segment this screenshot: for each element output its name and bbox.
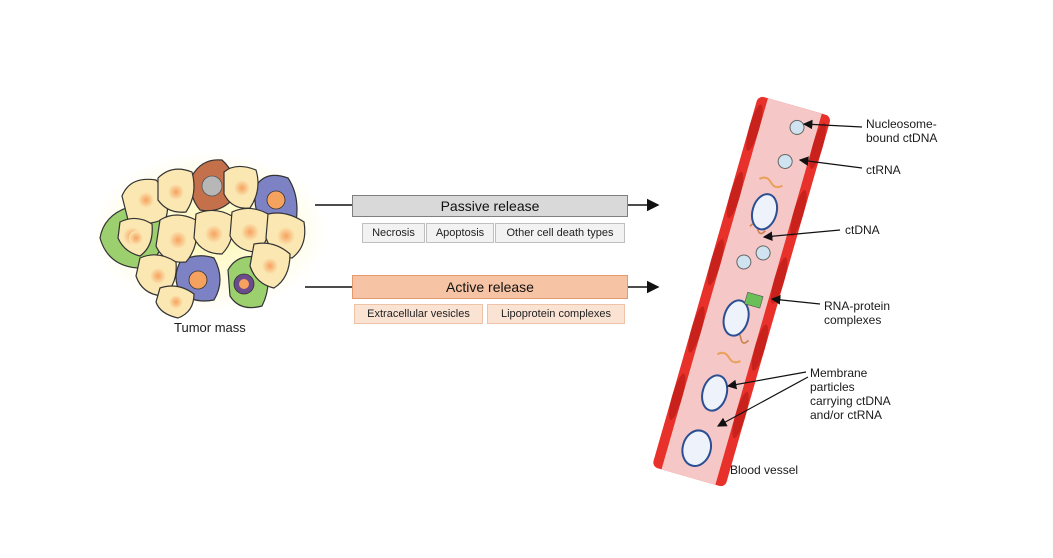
blood-vessel-label: Blood vessel <box>730 463 799 477</box>
annotation-nucleosome: Nucleosome- bound ctDNA <box>866 117 938 145</box>
blood-vessel-icon <box>653 96 830 487</box>
tumor-mass-icon <box>92 152 328 319</box>
passive-item-necrosis: Necrosis <box>362 223 425 243</box>
annotation-membrane: Membrane particles carrying ctDNA and/or… <box>810 366 891 422</box>
annotation-ctrna: ctRNA <box>866 163 901 177</box>
passive-item-other: Other cell death types <box>495 223 625 243</box>
annotation-ctdna: ctDNA <box>845 223 880 237</box>
tumor-mass-label: Tumor mass <box>174 320 246 335</box>
annotation-rna-protein: RNA-protein complexes <box>824 299 891 327</box>
active-item-vesicles: Extracellular vesicles <box>354 304 483 324</box>
passive-release-bar: Passive release <box>352 195 628 217</box>
active-release-bar: Active release <box>352 275 628 299</box>
active-item-lipoprotein: Lipoprotein complexes <box>487 304 625 324</box>
passive-item-apoptosis: Apoptosis <box>426 223 494 243</box>
